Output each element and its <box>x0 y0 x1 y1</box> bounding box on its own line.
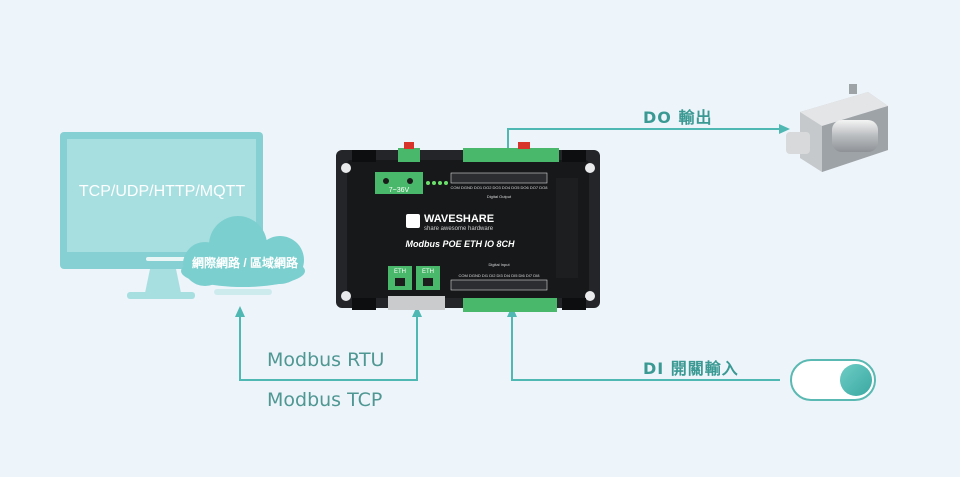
device-tagline: share awesome hardware <box>424 226 494 232</box>
protocol-label-tcp: Modbus TCP <box>267 389 383 411</box>
device-eth-port-2-label: ETH <box>422 269 434 275</box>
di-input-label: DI 開關輸入 <box>643 359 739 378</box>
toggle-switch-icon <box>790 359 876 401</box>
device-do-pins: COM DGND DO1 DO2 DO3 DO4 DO5 DO6 DO7 DO8 <box>451 185 549 190</box>
monitor-protocol-label: TCP/UDP/HTTP/MQTT <box>78 183 246 200</box>
device-di-label: Digital Input <box>488 262 510 267</box>
device-brand: WAVESHARE <box>424 213 494 225</box>
modbus-device <box>336 142 600 312</box>
cloud-icon <box>181 216 305 295</box>
network-label: 網際網路 / 區域網路 <box>191 256 298 270</box>
solenoid-lock-icon <box>786 84 888 172</box>
protocol-label-rtu: Modbus RTU <box>267 349 385 371</box>
connector-lines <box>239 128 781 381</box>
device-power-label: 7~36V <box>389 187 410 194</box>
device-di-pins: COM DGND DI1 DI2 DI3 DI4 DI5 DI6 DI7 DI8 <box>459 273 541 278</box>
device-do-label: Digital Output <box>487 194 512 199</box>
device-eth-port-1-label: ETH <box>394 269 406 275</box>
do-output-label: DO 輸出 <box>643 108 713 127</box>
device-model: Modbus POE ETH IO 8CH <box>405 239 515 249</box>
